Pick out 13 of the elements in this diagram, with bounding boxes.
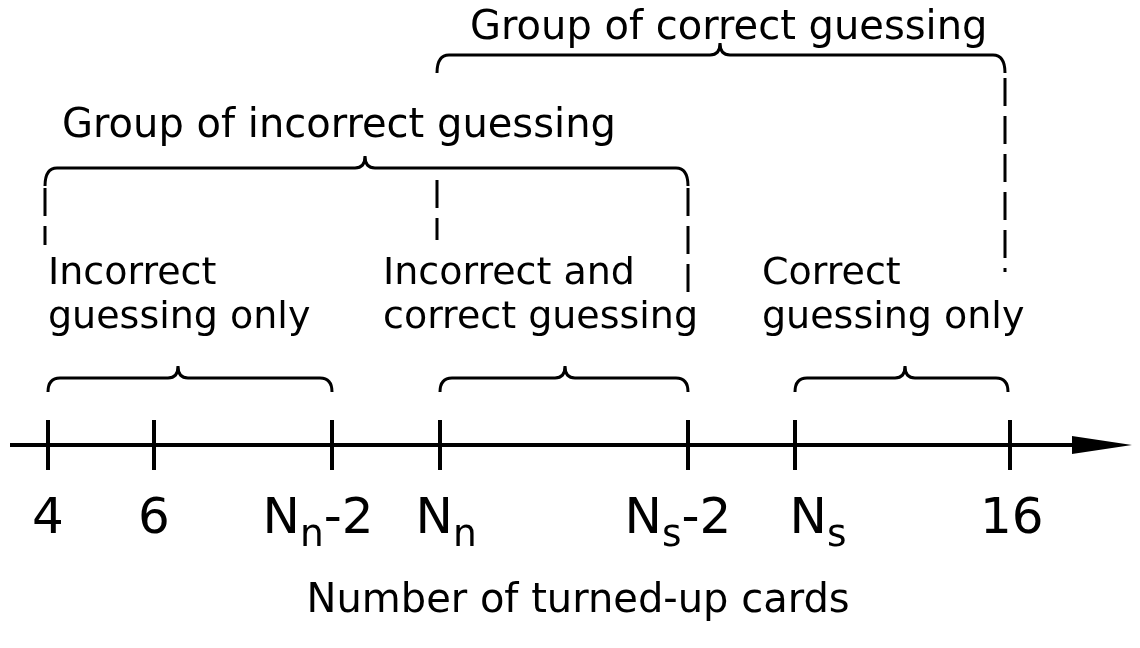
tick-label: N$_{n}$-2 (262, 488, 374, 546)
group-label: Group of correct guessing (470, 2, 989, 48)
range-label: Correct guessing only (762, 250, 1026, 338)
tick-label: 4 (32, 488, 64, 546)
tick-label: N$_{s}$-2 (624, 488, 732, 546)
tick-label: N$_{s}$ (789, 488, 847, 546)
range-label: Incorrect guessing only (48, 250, 312, 338)
axis-title: Number of turned-up cards (306, 575, 850, 621)
group-label: Group of incorrect guessing (62, 100, 617, 146)
tick-label: N$_{n}$ (415, 488, 477, 546)
range-label: Incorrect and correct guessing (383, 250, 700, 338)
tick-label: 16 (980, 488, 1044, 546)
tick-label: 6 (138, 488, 170, 546)
